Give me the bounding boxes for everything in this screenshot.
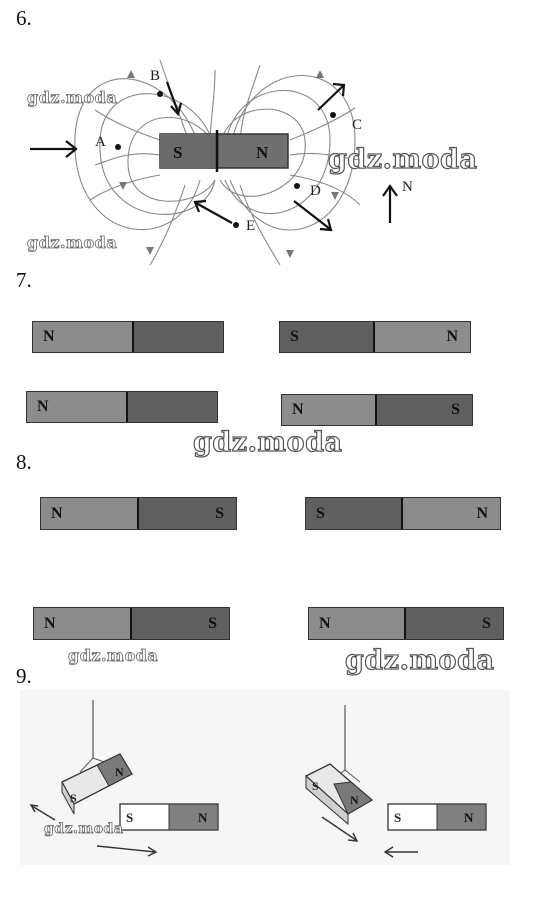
magnet-pole-label: [126, 392, 217, 422]
magnet-pole-label: N: [309, 608, 404, 639]
magnet-pole-label: N: [282, 395, 375, 425]
point-label-e: E: [246, 218, 255, 234]
magnet-pole-label: S: [306, 498, 401, 529]
bar-magnet: N S: [33, 607, 230, 640]
magnet-pole-label: N: [401, 498, 500, 529]
point-label-b: B: [150, 68, 160, 84]
watermark: gdz.moda: [68, 646, 159, 666]
magnet-pole-label: N: [115, 765, 124, 779]
magnet-pole-label: S: [394, 810, 401, 825]
bar-magnet: N: [32, 321, 224, 353]
magnet-pole-label: N: [464, 810, 474, 825]
question-number-6: 6.: [16, 6, 32, 30]
magnet-pole-label: S: [312, 779, 319, 793]
magnet-pole-label: S: [126, 810, 133, 825]
bar-magnet: N: [26, 391, 218, 423]
magnet-pole-label: [132, 322, 223, 352]
question-number-9: 9.: [16, 664, 32, 688]
bar-magnet: N S: [40, 497, 237, 530]
magnet-pole-label: N: [34, 608, 130, 639]
watermark: gdz.moda: [192, 426, 343, 458]
bar-magnet: S N: [305, 497, 501, 530]
magnet-pole-label: N: [33, 322, 132, 352]
bar-magnet: N S: [281, 394, 473, 426]
watermark: gdz.moda: [327, 143, 478, 175]
point-label-d: D: [310, 183, 321, 199]
magnet-pole-label: N: [198, 810, 208, 825]
magnet-pole-label: S: [280, 322, 373, 352]
bar-magnet: N S: [308, 607, 504, 640]
magnet-pole-label: S: [404, 608, 503, 639]
suspended-magnets-illustration: S N S N S N S N: [29, 700, 487, 858]
magnetic-field-diagram: S N A B C D E N: [30, 59, 413, 266]
watermark: gdz.moda: [27, 88, 118, 108]
watermark: gdz.moda: [27, 233, 118, 253]
magnet-pole-label: N: [350, 793, 359, 807]
magnet-pole-n: N: [256, 143, 269, 162]
hanging-magnet-right: S N: [304, 705, 374, 826]
watermark: gdz.moda: [44, 821, 124, 838]
question-number-8: 8.: [16, 450, 32, 474]
magnet-pole-label: S: [136, 498, 236, 529]
magnet-pole-label: N: [373, 322, 470, 352]
fixed-magnet-right: S N: [387, 803, 487, 831]
magnet-pole-label: S: [129, 608, 229, 639]
fixed-magnet-left: S N: [119, 803, 219, 831]
hanging-magnet-left: S N: [61, 700, 133, 815]
bar-magnet: S N: [279, 321, 471, 353]
point-label-a: A: [95, 134, 106, 150]
magnet-pole-label: S: [375, 395, 472, 425]
question-number-7: 7.: [16, 268, 32, 292]
compass-label-n: N: [402, 179, 413, 195]
magnet-pole-label: N: [41, 498, 137, 529]
magnet-pole-label: S: [70, 791, 77, 805]
magnet-pole-label: N: [27, 392, 126, 422]
magnet-pole-s: S: [173, 143, 182, 162]
point-label-c: C: [352, 117, 362, 133]
watermark: gdz.moda: [344, 644, 495, 676]
